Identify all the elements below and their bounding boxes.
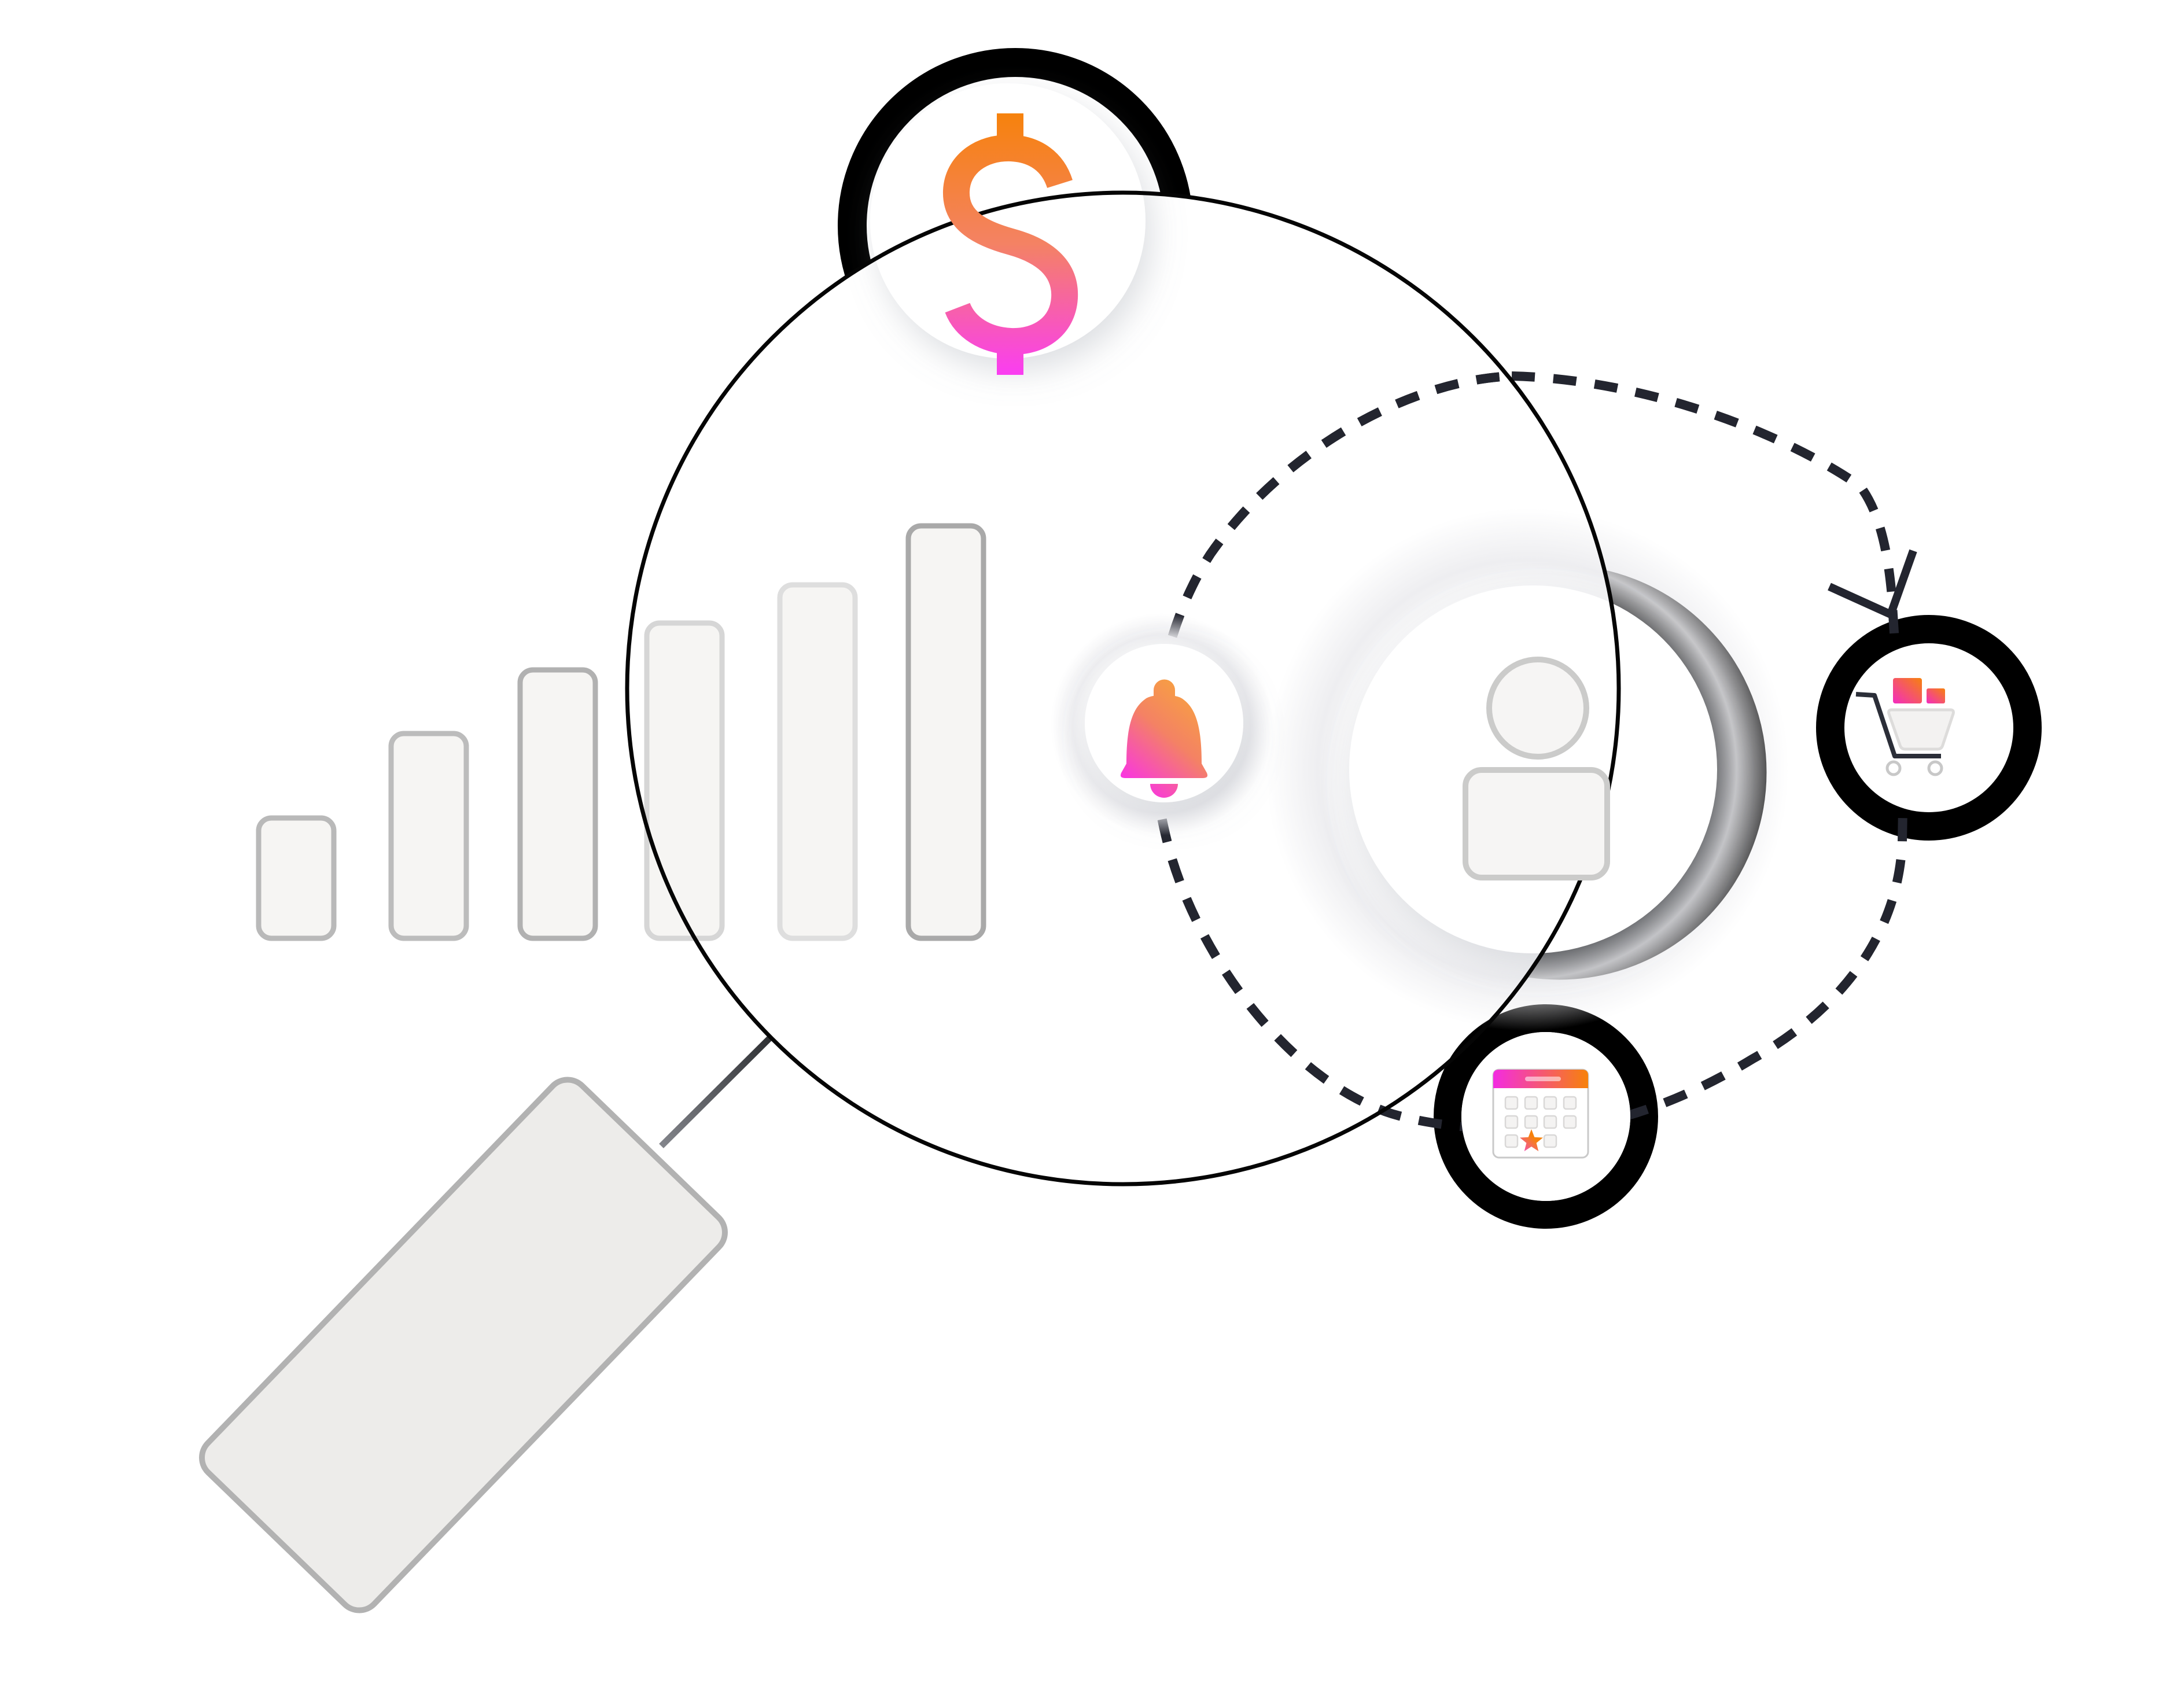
cart-ring [1816,615,2042,841]
bar [388,731,469,941]
calendar-header-stripe [1525,1077,1561,1081]
bar-chart-icon [256,523,986,941]
magnifier-icon [199,1035,773,1613]
cart-wheel-left [1885,760,1902,776]
user-icon [1463,657,1610,880]
arrow-icon [1828,549,1917,618]
bar [256,815,337,941]
star-icon [1520,1129,1543,1151]
cart-box-large [1893,678,1922,703]
bar [905,523,986,941]
cart-basket [1887,708,1955,751]
magnifier-connector [659,1035,773,1148]
cart-handle [1855,692,1941,758]
cart-icon [1855,678,1955,776]
calendar-grid [1504,1096,1577,1148]
dollar-icon [943,113,1078,375]
bar [517,667,598,941]
magnifier-lens [625,190,1621,1186]
calendar-icon [1492,1068,1589,1159]
cart-wheel-right [1927,760,1943,776]
bell-icon [1120,679,1208,798]
magnifier-handle [199,1077,728,1613]
dollar-ring [838,48,1193,403]
bar [777,582,858,941]
cart-box-small [1927,688,1945,703]
bar [644,620,725,941]
